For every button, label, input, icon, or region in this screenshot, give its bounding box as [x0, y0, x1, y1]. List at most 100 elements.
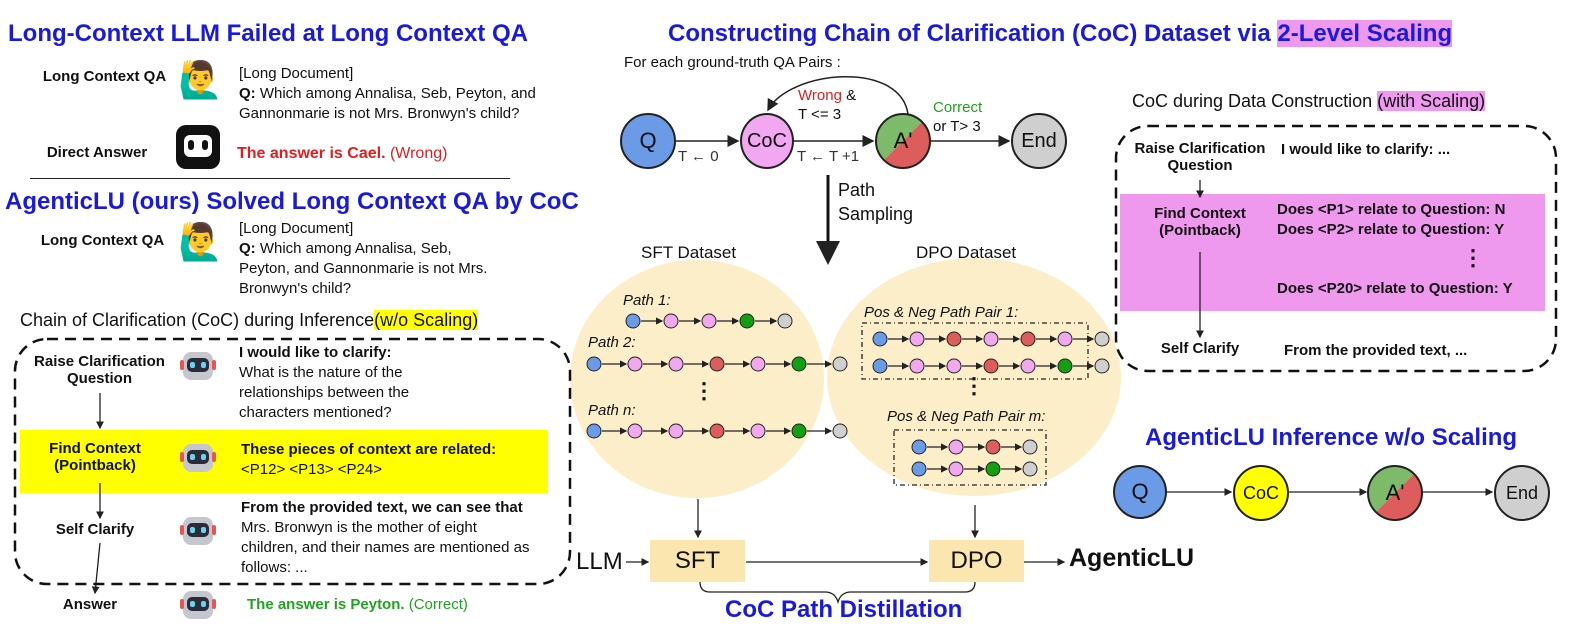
- path-node: [627, 356, 643, 372]
- node-coc: CoC: [740, 113, 794, 169]
- path-node: [750, 356, 766, 372]
- path-node: [832, 423, 848, 439]
- path-node: [668, 356, 684, 372]
- question-text-2: Which among Annalisa, Seb, Peyton, and G…: [239, 240, 488, 297]
- robot-icon-raise: [180, 348, 216, 384]
- question-text: Which among Annalisa, Seb, Peyton, and G…: [239, 85, 536, 122]
- llm-label: LLM: [576, 548, 623, 575]
- step-self-label: Self Clarify: [55, 521, 135, 538]
- path-node: [985, 461, 1001, 477]
- user-emoji-icon-2: 🙋‍♂️: [178, 221, 223, 262]
- arrow-self-answer: [91, 542, 101, 595]
- path-node: [909, 358, 925, 374]
- path-node: [909, 331, 925, 347]
- inference-title: AgenticLU Inference w/o Scaling: [1145, 424, 1518, 451]
- t-init-label: T ← 0: [678, 148, 719, 165]
- dpo-ellipse: [827, 258, 1121, 496]
- pair1-box: [861, 322, 1089, 380]
- wrong-verdict: (Wrong): [385, 145, 448, 162]
- inf-node-coc: CoC: [1233, 465, 1289, 521]
- path-node: [625, 313, 641, 329]
- inf-node-end: End: [1494, 465, 1550, 521]
- path-node: [985, 439, 1001, 455]
- r-find-line-1: Does <P1> relate to Question: N: [1277, 201, 1506, 218]
- agenticlu-label: AgenticLU: [1069, 544, 1194, 572]
- wrong-amp: &: [841, 87, 857, 104]
- wrong-answer-text: The answer is Cael.: [237, 145, 386, 162]
- r-find-line-3: Does <P20> relate to Question: Y: [1277, 280, 1513, 297]
- robot-icon-answer: [180, 587, 216, 623]
- path-node: [948, 439, 964, 455]
- sft-box: SFT: [650, 540, 745, 582]
- two-level-scaling-tag: 2-Level Scaling: [1277, 20, 1453, 47]
- path-node: [983, 358, 999, 374]
- path-node: [1022, 461, 1038, 477]
- dpo-box: DPO: [929, 540, 1024, 582]
- step-find-head: These pieces of context are related:: [241, 441, 497, 458]
- doc-tag-2: [Long Document]: [239, 220, 354, 237]
- path-node: [946, 358, 962, 374]
- path-node: [911, 461, 927, 477]
- question-block: [Long Document] Q: Which among Annalisa,…: [239, 64, 539, 124]
- with-scaling-tag: (with Scaling): [1377, 91, 1486, 111]
- q2-prefix: Q:: [239, 240, 256, 257]
- path-node: [668, 423, 684, 439]
- step-find-label: Find Context (Pointback): [49, 440, 141, 474]
- inf-node-q: Q: [1113, 465, 1167, 519]
- path-sampling-label: Path Sampling: [838, 180, 914, 224]
- wrong-cond: T <= 3: [798, 106, 842, 123]
- path-node: [586, 356, 602, 372]
- path-node: [872, 331, 888, 347]
- correct-cond: or T> 3: [933, 118, 981, 135]
- path2-label: Path 2:: [588, 334, 636, 351]
- path-node: [1094, 358, 1110, 374]
- path-node: [586, 423, 602, 439]
- path-ellipsis: ⋮: [693, 378, 715, 403]
- path-dots-layer: [586, 313, 1110, 477]
- coc-dashed-box: [13, 337, 572, 586]
- doc-tag: [Long Document]: [239, 65, 354, 82]
- construct-subtitle: CoC during Data Construction (with Scali…: [1132, 91, 1486, 112]
- r-self-text: From the provided text, ...: [1284, 342, 1468, 359]
- node-q: Q: [620, 113, 676, 169]
- step-find-text: These pieces of context are related: <P1…: [241, 440, 541, 480]
- construct-title-text: Constructing Chain of Clarification (CoC…: [668, 20, 1271, 47]
- coc-inference-title: Chain of Clarification (CoC) during Infe…: [20, 310, 479, 331]
- pairm-box: [893, 429, 1047, 486]
- inf-node-a-prime: A': [1367, 465, 1423, 521]
- path-node: [1094, 331, 1110, 347]
- answer-label: Answer: [62, 596, 118, 613]
- pathn-label: Path n:: [588, 402, 636, 419]
- step-self-text: From the provided text, we can see that …: [241, 498, 531, 578]
- long-context-qa-label: Long Context QA: [42, 68, 167, 85]
- r-find-label: Find Context (Pointback): [1154, 205, 1246, 239]
- path-node: [791, 356, 807, 372]
- final-answer: The answer is Peyton. (Correct): [247, 596, 468, 613]
- path-node: [791, 423, 807, 439]
- coc-scaling-tag: (w/o Scaling): [374, 310, 479, 330]
- failed-title: Long-Context LLM Failed at Long Context …: [8, 20, 528, 47]
- path-node: [1057, 358, 1073, 374]
- path-node: [948, 461, 964, 477]
- construct-subtitle-text: CoC during Data Construction: [1132, 91, 1373, 111]
- path-node: [663, 313, 679, 329]
- node-a-prime: A': [875, 113, 931, 169]
- step-find-body: <P12> <P13> <P24>: [241, 461, 382, 478]
- find-context-band: [1120, 194, 1545, 311]
- path-node: [1020, 358, 1036, 374]
- coc-title-text: Chain of Clarification (CoC) during Infe…: [20, 310, 375, 330]
- path-node: [709, 356, 725, 372]
- correct-condition: Correct or T> 3: [933, 98, 982, 136]
- pairm-label: Pos & Neg Path Pair m:: [887, 408, 1046, 425]
- step-raise-head: I would like to clarify:: [239, 344, 392, 361]
- step-raise-text: I would like to clarify: What is the nat…: [239, 343, 479, 423]
- path-node: [1020, 331, 1036, 347]
- wrong-condition: Wrong & T <= 3: [798, 86, 856, 124]
- for-each-label: For each ground-truth QA Pairs :: [624, 54, 841, 71]
- final-verdict: (Correct): [404, 596, 468, 613]
- step-self-body: Mrs. Bronwyn is the mother of eight chil…: [241, 519, 530, 576]
- robot-icon-black: [176, 125, 220, 169]
- path-node: [832, 356, 848, 372]
- path1-label: Path 1:: [623, 292, 671, 309]
- path-node: [777, 313, 793, 329]
